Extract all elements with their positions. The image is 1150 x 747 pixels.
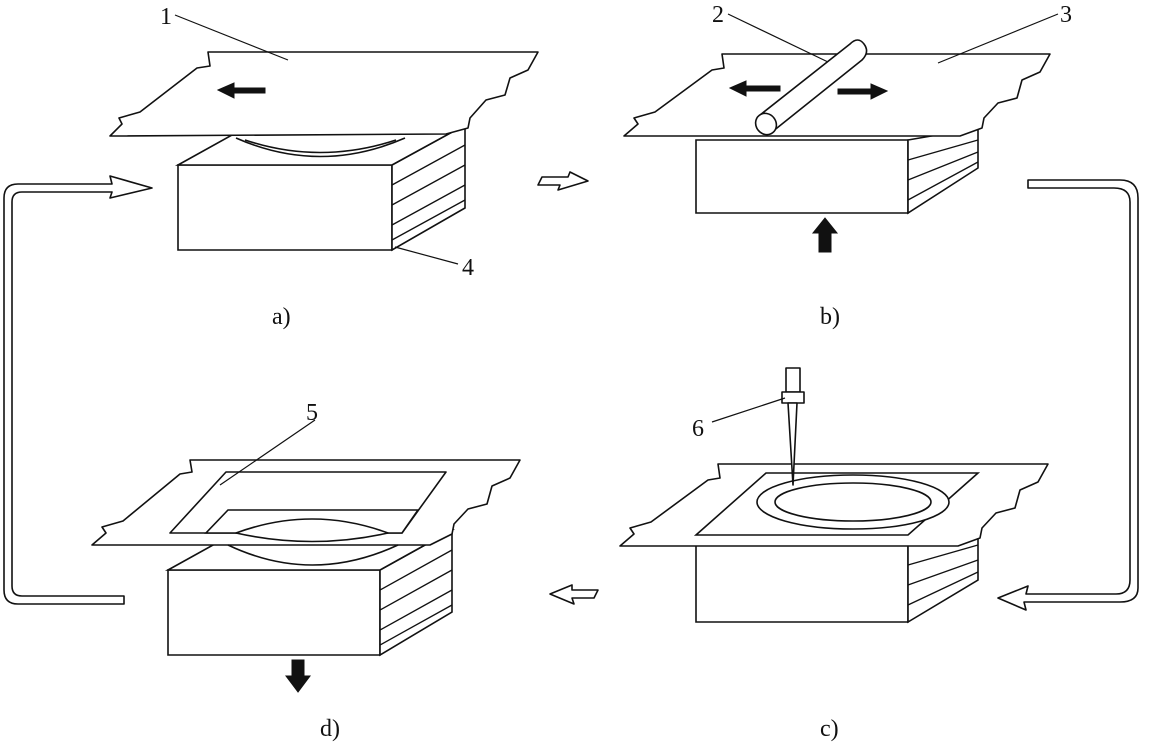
caption-d: d) <box>320 716 340 742</box>
panel-b: 2 3 b) <box>623 2 1072 330</box>
part-stack-d <box>164 528 456 657</box>
panel-a: 1 4 a) <box>109 4 539 330</box>
flow-arrow-c-to-d <box>549 584 599 605</box>
slice-contour-d <box>227 544 399 566</box>
platform-up-arrow <box>811 217 839 253</box>
callout-6: 6 <box>692 416 704 442</box>
stack-front-face <box>167 569 381 656</box>
flow-arrow-b-to-c <box>997 179 1139 611</box>
caption-b: b) <box>820 304 840 330</box>
callout-1: 1 <box>160 4 172 30</box>
roll-arrow-right <box>837 83 889 100</box>
callout-3: 3 <box>1060 2 1072 28</box>
feed-arrow-left <box>216 82 266 99</box>
callout-4: 4 <box>462 255 474 281</box>
flow-arrow-a-to-b <box>537 171 589 191</box>
caption-a: a) <box>272 304 291 330</box>
stack-front-face <box>177 164 393 251</box>
part-stack-a <box>174 123 466 252</box>
callout-2: 2 <box>712 2 724 28</box>
stack-side-face <box>907 127 979 215</box>
panel-c: 6 c) <box>619 367 1049 742</box>
part-stack-b <box>695 127 979 215</box>
flow-arrow-d-to-a <box>3 175 153 605</box>
sheet-material-b <box>623 53 1051 137</box>
part-stack-c <box>695 529 979 624</box>
platform-down-arrow <box>285 659 311 693</box>
sheet-material-a <box>109 51 539 137</box>
roll-arrow-left <box>728 80 781 97</box>
caption-c: c) <box>820 716 839 742</box>
stack-front-face <box>695 544 909 623</box>
slice-contour-c <box>756 474 950 530</box>
laser-head <box>781 367 805 486</box>
heated-roller <box>754 39 868 136</box>
callout-5: 5 <box>306 400 318 426</box>
panel-d: 5 d) <box>91 400 521 742</box>
stack-front-face <box>695 139 909 214</box>
slice-contour-a <box>235 137 406 158</box>
